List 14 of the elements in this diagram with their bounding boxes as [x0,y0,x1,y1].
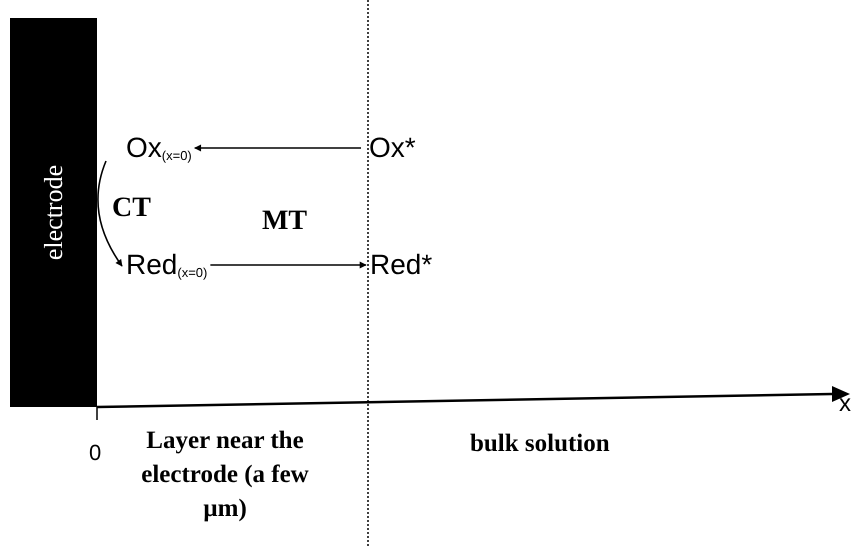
electrode-bar [10,18,97,407]
text-label: Layer near the electrode (a few µm) [140,426,310,524]
text-label: 0 [89,439,102,467]
arrow [97,160,123,267]
species-label: Red* [370,248,432,282]
arrow [194,144,361,152]
text-label: x [839,389,851,419]
electrode-label: electrode [38,164,69,260]
text-label: MT [262,204,308,238]
arrow [210,262,367,268]
species-label: Red$_{(x=0)}$ [126,248,208,282]
species-label: Ox* [369,131,416,165]
species-label: Ox$_{(x=0)}$ [126,131,192,165]
text-label: bulk solution [470,429,610,459]
